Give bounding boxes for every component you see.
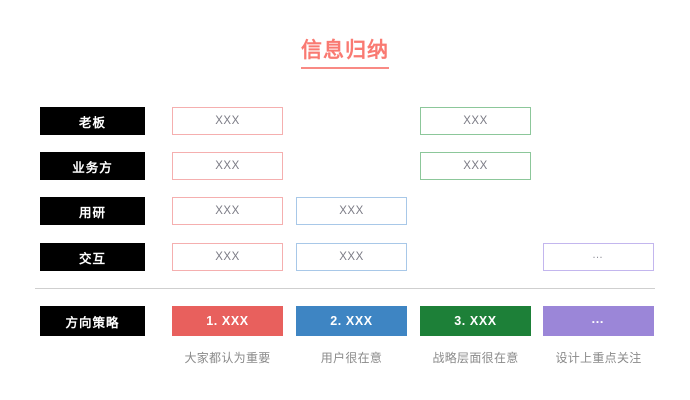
strategy-caption: 设计上重点关注 — [555, 351, 642, 365]
page-title: 信息归纳 — [301, 38, 389, 70]
matrix-cell[interactable]: XXX — [420, 152, 531, 180]
strategy-row-label: 方向策略 — [40, 306, 145, 336]
strategy-chip[interactable]: 3. XXX — [420, 306, 531, 336]
matrix-cell[interactable]: XXX — [172, 107, 283, 135]
matrix-row-label: 老板 — [40, 107, 145, 135]
strategy-caption: 用户很在意 — [320, 351, 383, 365]
matrix-cell[interactable]: XXX — [172, 197, 283, 225]
strategy-chip[interactable]: 1. XXX — [172, 306, 283, 336]
section-divider — [35, 288, 655, 289]
matrix-row-label: 交互 — [40, 243, 145, 271]
matrix-cell[interactable]: XXX — [296, 243, 407, 271]
ellipsis-icon: … — [592, 249, 605, 261]
ellipsis-icon: … — [591, 310, 606, 326]
matrix-cell[interactable]: XXX — [172, 152, 283, 180]
matrix-row-label: 用研 — [40, 197, 145, 225]
page-title-wrapper: 信息归纳 — [0, 38, 690, 70]
strategy-caption: 大家都认为重要 — [184, 351, 271, 365]
matrix-cell[interactable]: XXX — [420, 107, 531, 135]
matrix-cell[interactable]: … — [543, 243, 654, 271]
matrix-cell[interactable]: XXX — [296, 197, 407, 225]
strategy-chip[interactable]: 2. XXX — [296, 306, 407, 336]
strategy-caption: 战略层面很在意 — [432, 351, 519, 365]
matrix-cell[interactable]: XXX — [172, 243, 283, 271]
matrix-row-label: 业务方 — [40, 152, 145, 180]
strategy-chip[interactable]: … — [543, 306, 654, 336]
